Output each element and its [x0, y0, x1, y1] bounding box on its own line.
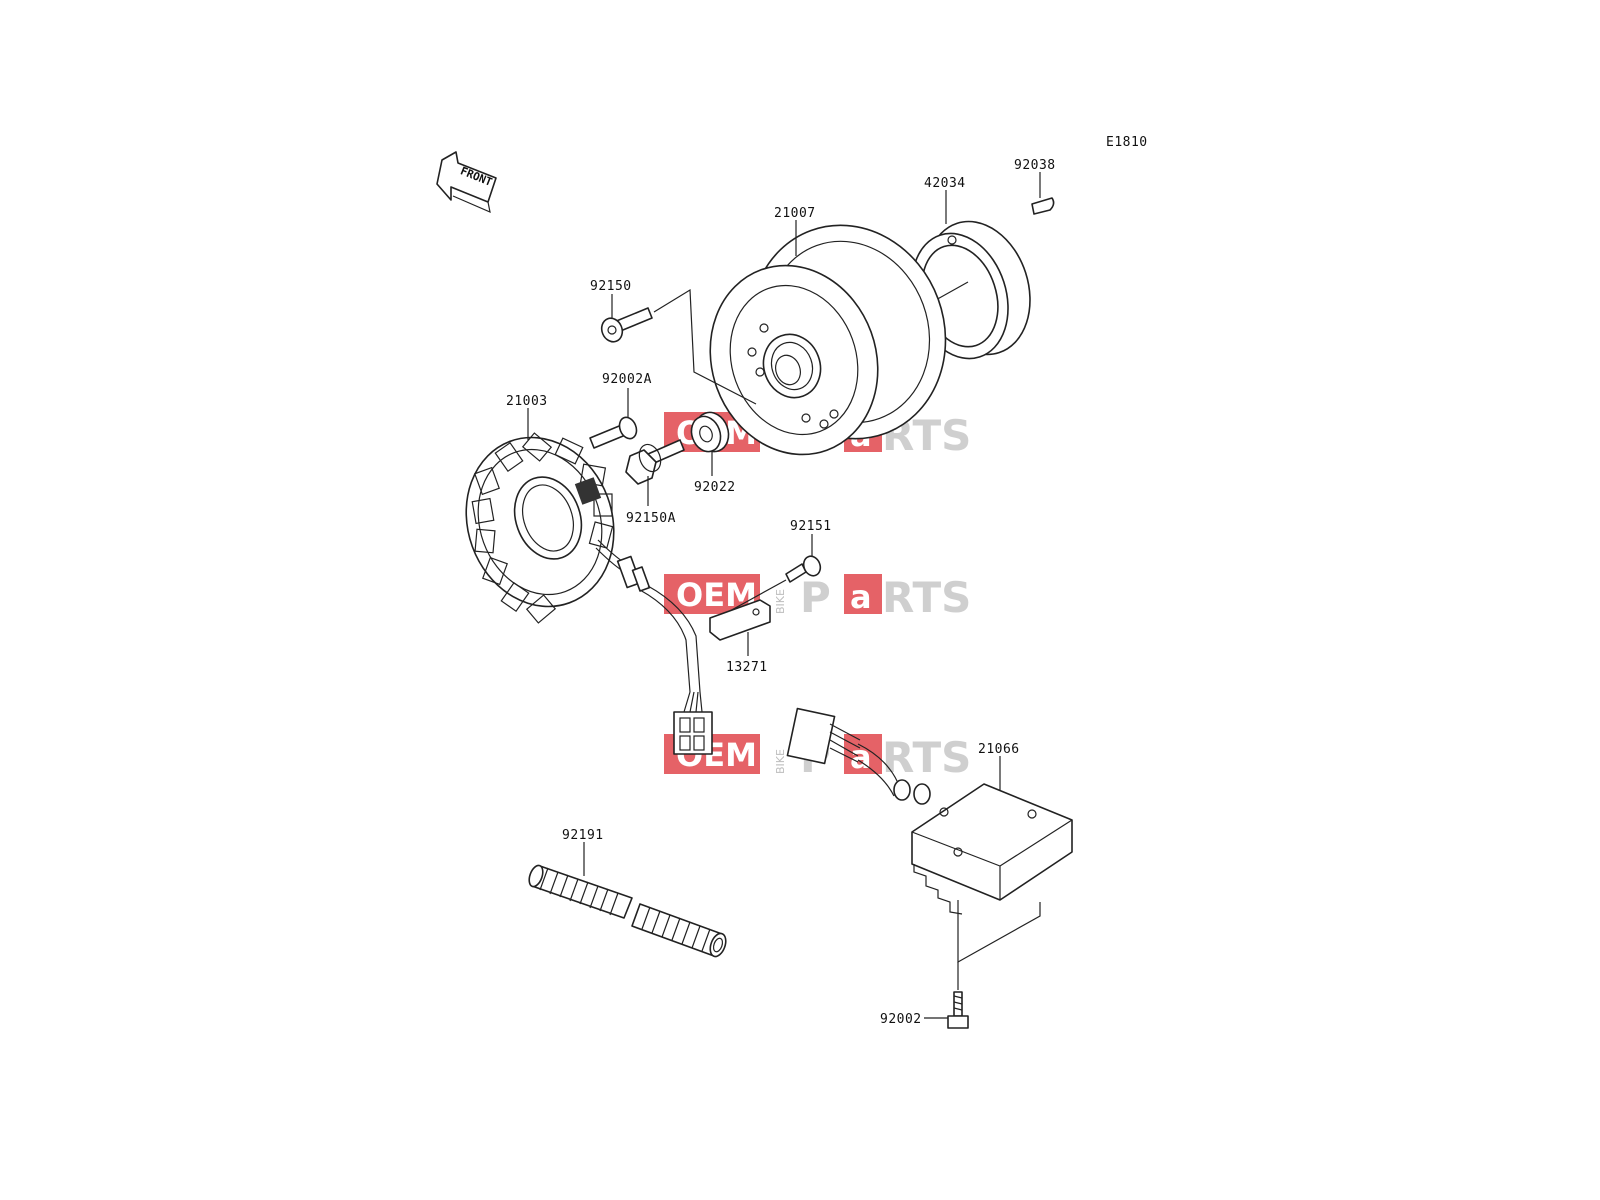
label-92150: 92150 — [590, 279, 632, 294]
part-21007-rotor — [709, 224, 947, 456]
svg-text:a: a — [850, 578, 872, 616]
stator-harness — [595, 539, 713, 755]
part-92191-tube — [528, 864, 727, 958]
part-92022-washer — [690, 411, 730, 453]
label-92191: 92191 — [562, 828, 604, 843]
part-21066-regulator — [786, 707, 1073, 915]
label-92022: 92022 — [694, 480, 736, 495]
label-92038: 92038 — [1014, 158, 1056, 173]
part-92150A-bolt — [625, 439, 685, 485]
label-92002: 92002 — [880, 1012, 922, 1027]
svg-text:BIKE: BIKE — [774, 589, 787, 614]
svg-text:a: a — [850, 738, 872, 776]
label-21003: 21003 — [506, 394, 548, 409]
part-92002-bolt — [947, 991, 969, 1029]
part-21003-stator — [465, 432, 615, 624]
front-arrow-icon: FRONT — [436, 151, 497, 214]
part-92038-key — [1031, 197, 1055, 215]
svg-text:BIKE: BIKE — [774, 749, 787, 774]
svg-text:RTS: RTS — [882, 573, 971, 622]
part-13271-clamp — [709, 599, 771, 641]
svg-text:P: P — [800, 573, 831, 622]
label-92150A: 92150A — [626, 511, 676, 526]
label-42034: 42034 — [924, 176, 966, 191]
diagram-code: E1810 — [1106, 135, 1148, 150]
label-13271: 13271 — [726, 660, 768, 675]
label-92002A: 92002A — [602, 372, 652, 387]
part-92151-bolt — [785, 555, 822, 583]
label-92151: 92151 — [790, 519, 832, 534]
part-92150-bolt — [600, 307, 653, 343]
svg-text:RTS: RTS — [882, 733, 971, 782]
label-21066: 21066 — [978, 742, 1020, 757]
label-21007: 21007 — [774, 206, 816, 221]
part-92002A-bolt — [589, 416, 638, 449]
